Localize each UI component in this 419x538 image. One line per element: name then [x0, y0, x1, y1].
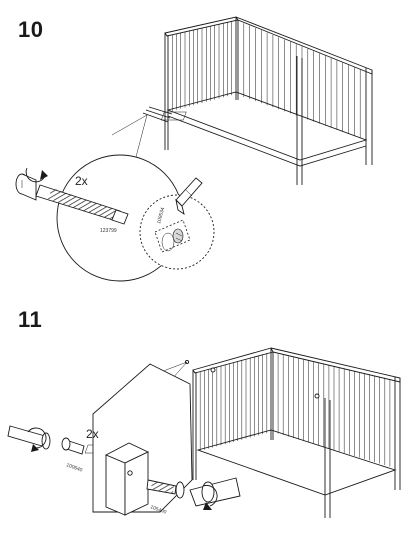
step-10-dowel-detail [139, 194, 215, 270]
step-11-screwdriver [189, 477, 241, 507]
part-number-label: 109534 [156, 207, 166, 225]
hex-key-icon [175, 177, 203, 216]
part-number-label: 123799 [100, 228, 117, 234]
rotate-counterclockwise-arrow-icon [25, 167, 48, 183]
step-10-quantity-label: 2x [75, 174, 88, 188]
step-number-11: 11 [18, 307, 43, 332]
part-number-label: 100640 [65, 462, 83, 473]
rotate-clockwise-arrow-icon [202, 485, 218, 510]
step-10-crib-frame [142, 16, 373, 185]
step-11-cap-nut [7, 425, 85, 455]
rotate-clockwise-arrow-icon [27, 427, 47, 452]
step-11-quantity-label: 2x [86, 427, 99, 441]
step-11-detail-box [92, 363, 193, 516]
part-number-label: 105400 [149, 504, 167, 515]
step-number-10: 10 [18, 17, 44, 42]
step-11-crib-frame [84, 347, 401, 518]
